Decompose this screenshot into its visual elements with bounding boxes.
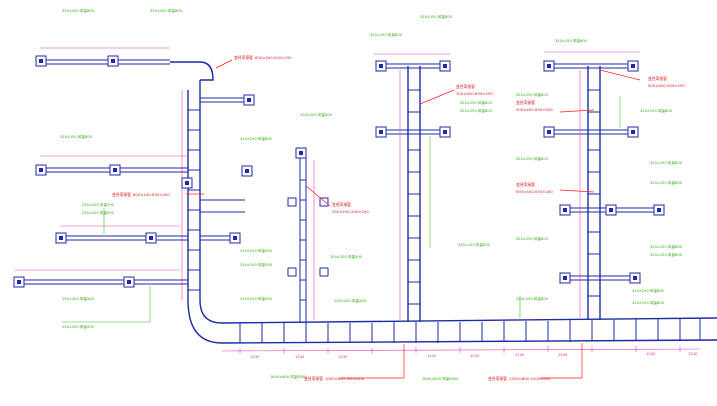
callout-size: 500×400-630×250 [516,107,553,112]
trunk-dimension-line: 1240 1240 1240 1240 1240 1240 1240 1240 … [221,346,701,359]
callout: 变径弯接管 [332,202,351,207]
dim-label: 1240 [295,355,305,359]
note: 320×250 风量800 [650,160,683,165]
note: 320×250 风量800 [650,244,683,249]
note: 320×250 风量800 [555,38,588,43]
note: 320×250 风量800 [420,14,453,19]
note: 320×250 风量800 [240,136,273,141]
callout-size: 1000×800-900×400 [325,376,365,381]
note-leaders [62,96,621,323]
note: 320×250 风量800 [62,8,95,13]
fitting-callouts: 变径弯接管 630×400-500×250 变径弯接管 800×100-630×… [112,55,685,381]
dim-label: 1240 [688,352,698,356]
note: 320×250 风量800 [150,8,183,13]
note: 320×250 风量800 [632,300,665,305]
note: 320×250 风量800 [458,242,491,247]
note: 250×200 风量500 [82,210,115,215]
note: 320×250 风量800 [460,108,493,113]
note: 200×200 风量400 [300,112,333,117]
main-trunk-duct [187,299,717,344]
note: 200×200 风量400 [330,254,363,259]
note: 320×250 风量800 [370,32,403,37]
note: 250×200 风量500 [240,248,273,253]
callout: 变径弯接管 [516,182,535,187]
note: 320×250 风量800 [650,252,683,257]
note: 320×250 风量800 [650,180,683,185]
note: 320×250 风量800 [516,92,549,97]
callout: 变径弯接管 [516,100,535,105]
dim-label: 1240 [338,355,348,359]
note: 1600×800 风量8000 [270,374,307,379]
note: 320×250 风量800 [632,288,665,293]
callout-size: 1250×800-1000×800 [509,376,551,381]
dim-label: 1240 [427,354,437,358]
air-diffuser-icons [13,55,329,288]
callout: 变径弯接管 [648,76,667,81]
air-volume-notes: 320×250 风量800 320×250 风量800 320×250 风量80… [60,8,683,381]
note: 320×250 风量800 [516,236,549,241]
middle-riser-duct [299,158,315,323]
left-branch-ducts [15,47,250,285]
note: 200×200 风量400 [334,298,367,303]
dim-label: 1240 [646,352,656,356]
callout-size: 800×100-630×400 [133,192,170,197]
note: 250×200 风量500 [62,324,95,329]
note: 250×200 风量500 [240,262,273,267]
callout: 变径弯接管 [488,376,507,381]
note: 320×250 风量800 [640,108,673,113]
note: 1600×800 风量8000 [422,376,459,381]
center-riser-duct [374,53,451,322]
note: 250×200 风量500 [62,296,95,301]
callout-size: 500×400-400×250 [648,83,685,88]
note: 250×200 风量500 [240,296,273,301]
callout: 变径弯接管 [112,192,131,197]
left-riser-duct [170,61,214,300]
callout-size: 630×400-500×250 [255,55,292,60]
dim-label: 1240 [470,354,480,358]
note: 320×250 风量800 [60,134,93,139]
dim-label: 1240 [558,353,568,357]
callout: 变径弯接管 [234,55,253,60]
note: 250×200 风量500 [82,202,115,207]
dim-label: 1240 [250,355,260,359]
callout-size: 630×400-630×400 [516,189,553,194]
note: 320×250 风量800 [460,100,493,105]
note: 320×250 风量800 [516,296,549,301]
callout: 变径弯接管 [456,84,475,89]
callout-size: 250×200-200×200 [332,209,369,214]
dim-label: 1240 [515,353,525,357]
note: 320×250 风量800 [516,156,549,161]
right-riser-duct [543,51,665,320]
callout: 变径弯接管 [304,376,323,381]
callout-size: 300×400-630×250 [456,91,493,96]
